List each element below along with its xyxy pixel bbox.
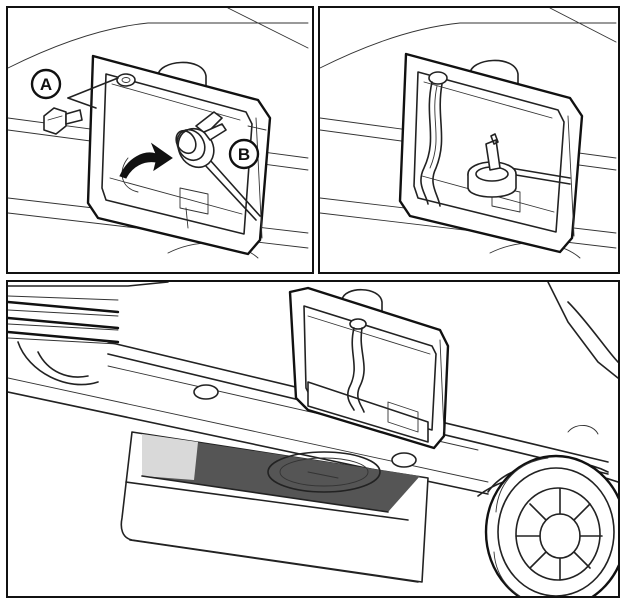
wheel: [484, 454, 618, 596]
callout-a: A: [30, 68, 62, 100]
step-panel-overview: [6, 280, 620, 598]
screw-hole: [428, 71, 448, 85]
overview-illustration: [8, 282, 618, 596]
plug: [467, 133, 571, 198]
battery-tray: [120, 431, 429, 583]
cable: [347, 318, 367, 413]
callout-b: B: [228, 138, 260, 170]
step-1-illustration: A B: [8, 8, 309, 259]
callout-b-label: B: [238, 145, 250, 164]
step-2-illustration: [320, 8, 617, 259]
callout-a-label: A: [40, 75, 52, 94]
bolt: [193, 384, 219, 400]
screw-hole: [116, 73, 136, 87]
cable: [420, 81, 443, 207]
step-panel-route-cable: [318, 6, 620, 274]
step-panel-remove-plug: A B: [6, 6, 314, 274]
plug: [175, 111, 261, 221]
bolt: [391, 452, 417, 468]
arrow-icon: [119, 142, 173, 179]
screw: [43, 107, 83, 135]
